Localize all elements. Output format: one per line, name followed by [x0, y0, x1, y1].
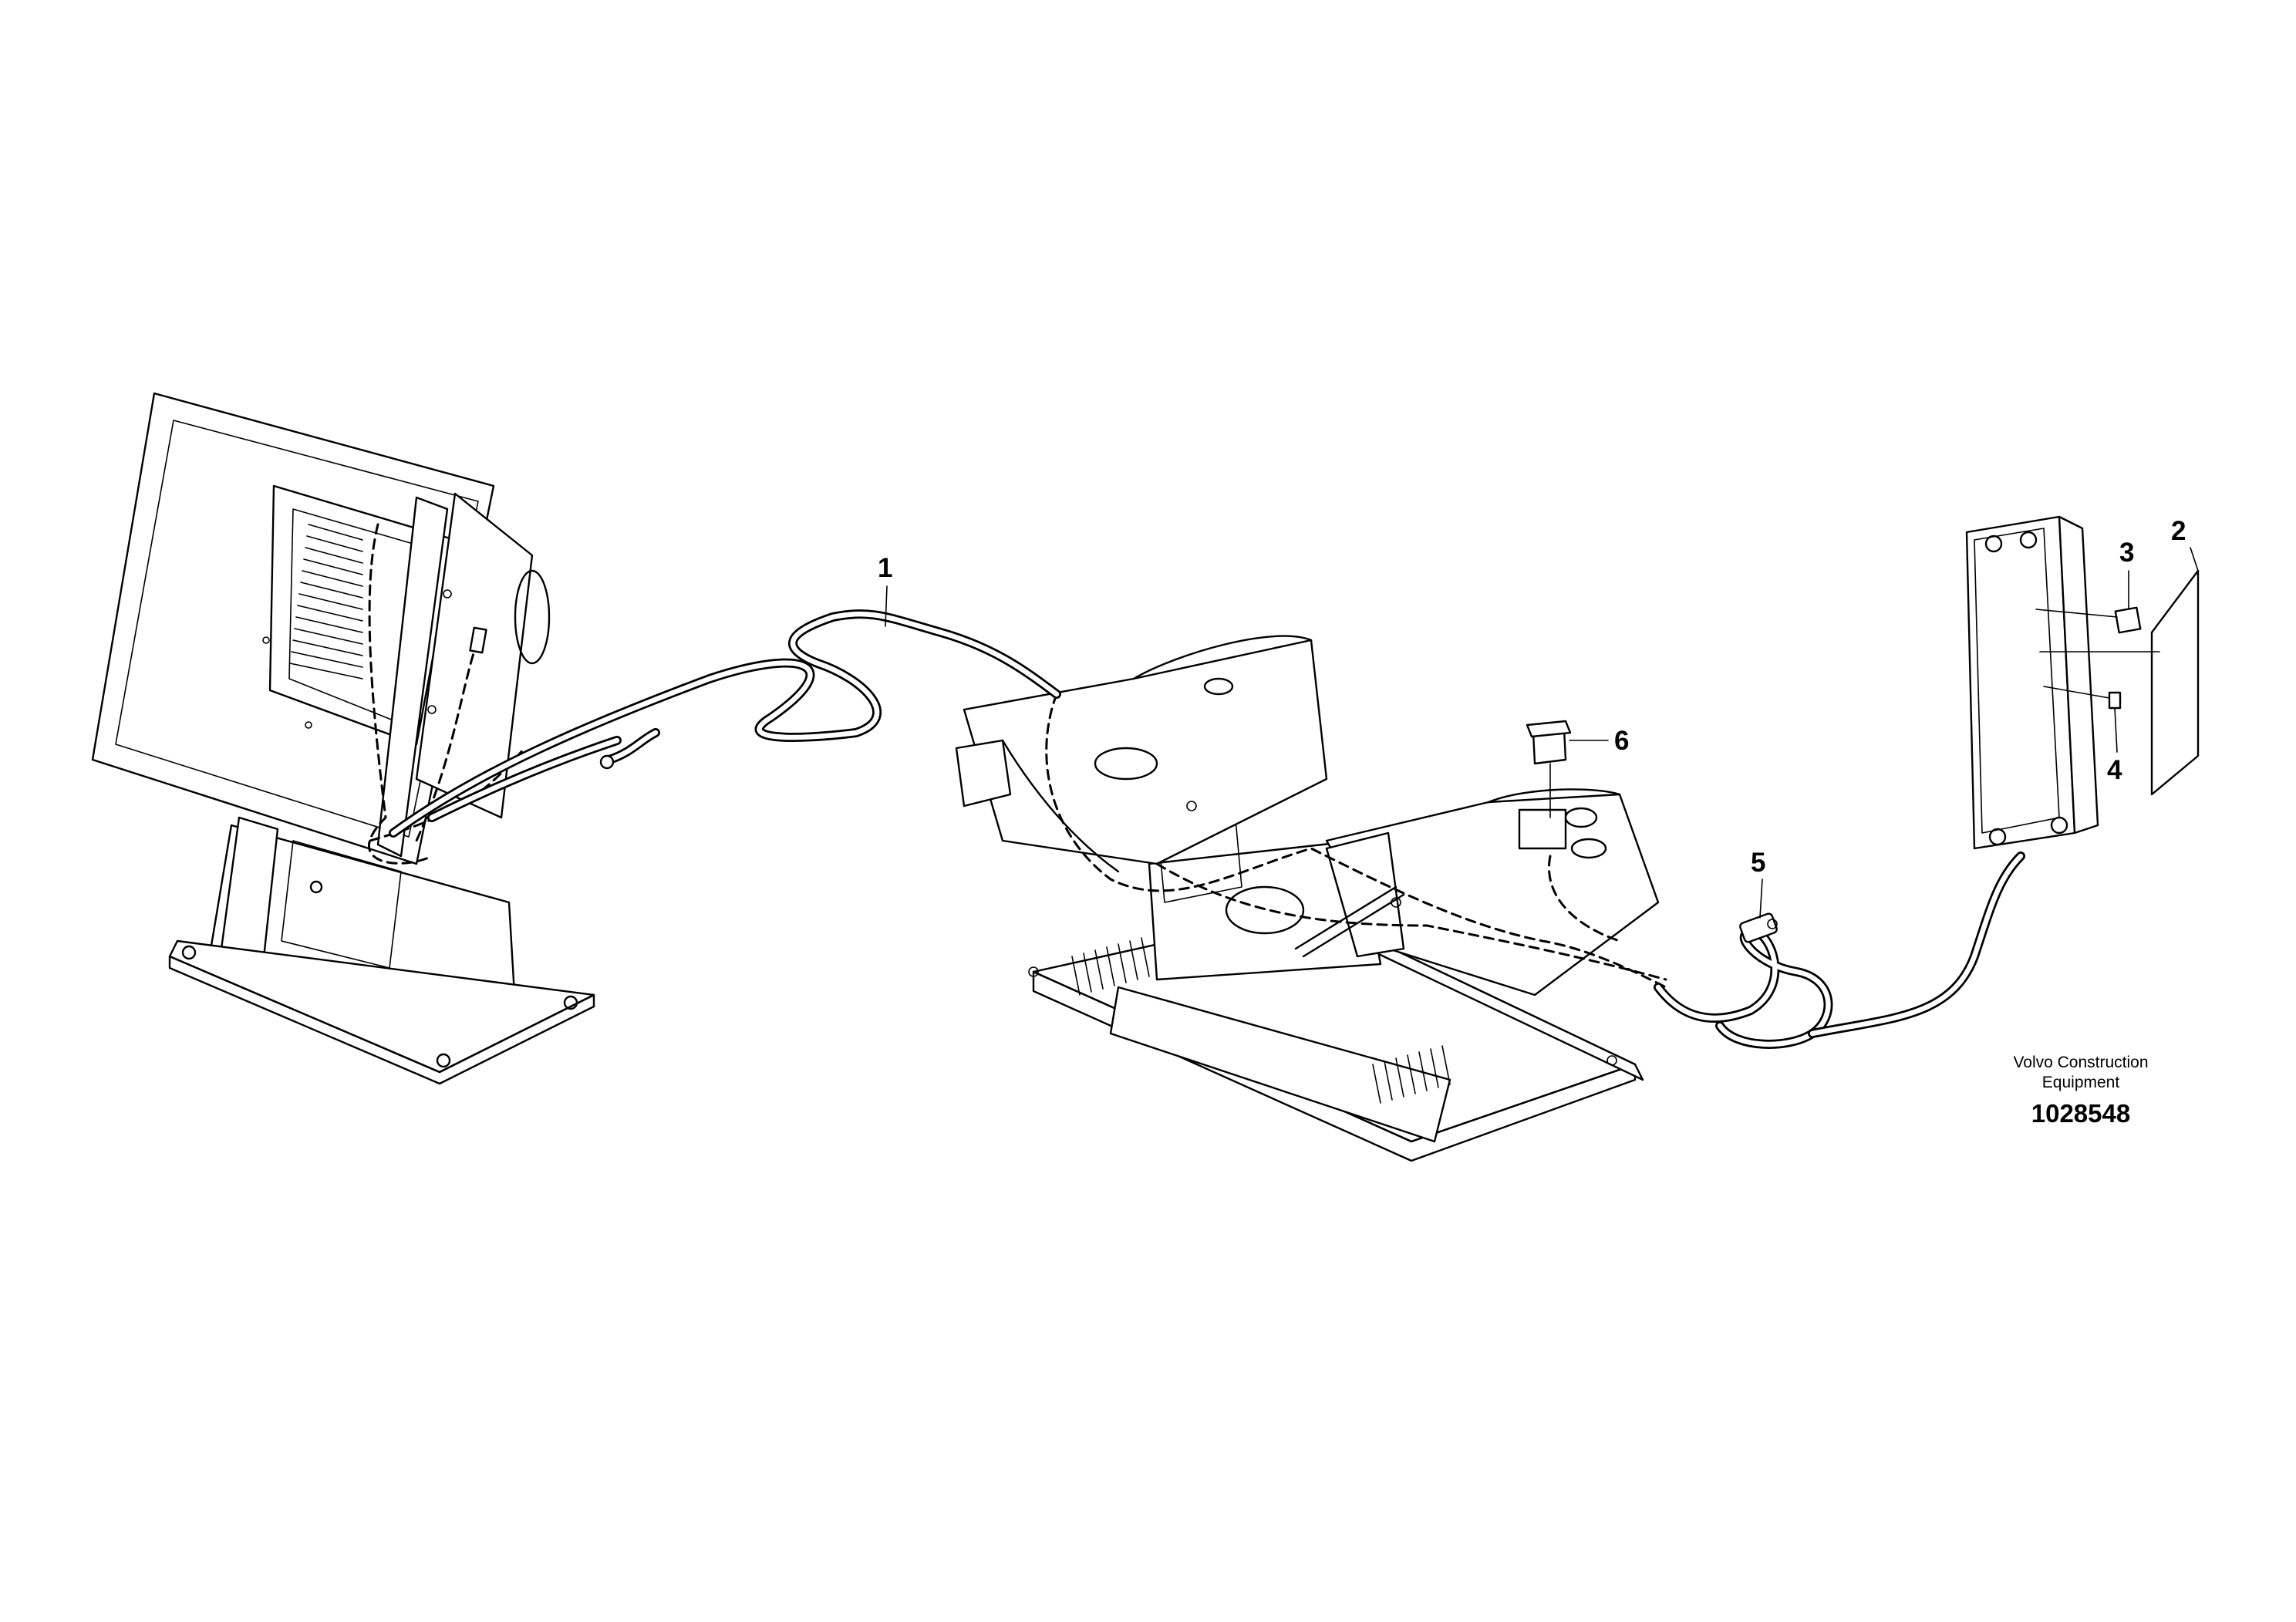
callouts: 1 2 3 4 5 6	[878, 516, 2199, 919]
callout-1: 1	[878, 553, 892, 583]
title-block: Volvo Construction Equipment 1028548	[2013, 1054, 2148, 1128]
drawing-number: 1028548	[2031, 1099, 2130, 1128]
grille-vents	[1071, 937, 1451, 1104]
rocker-switch-6	[1526, 720, 1572, 818]
label-card-2	[2150, 569, 2200, 796]
vent-louvers	[289, 524, 363, 679]
seat-frame-assembly	[91, 392, 595, 1085]
relay-box	[1965, 515, 2200, 850]
harness-cable	[389, 609, 1061, 838]
callout-4: 4	[2107, 755, 2122, 785]
fuse-4	[2108, 691, 2122, 710]
console-assembly	[955, 635, 1667, 1162]
brand-line-1: Volvo Construction	[2013, 1054, 2148, 1071]
relay-3	[2114, 606, 2142, 634]
callout-3: 3	[2119, 538, 2134, 568]
callout-2: 2	[2171, 516, 2186, 546]
callout-5: 5	[1751, 848, 1765, 878]
relay-cable	[1654, 851, 2025, 1049]
callout-6: 6	[1614, 726, 1629, 756]
brand-line-2: Equipment	[2042, 1074, 2120, 1091]
connector-5	[1739, 912, 1778, 943]
